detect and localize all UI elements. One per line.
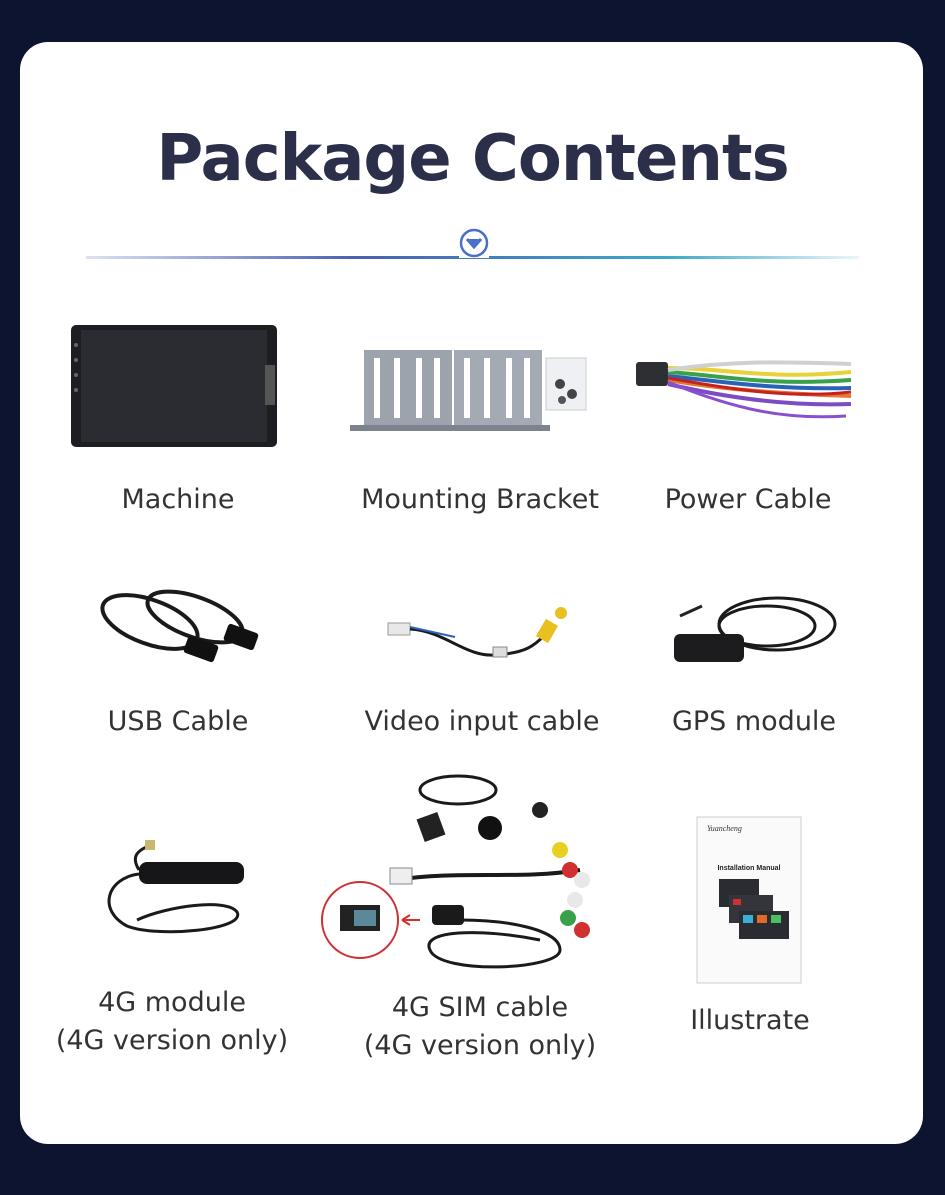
chevron-down-icon: [459, 228, 489, 258]
item-label: Machine: [121, 484, 235, 515]
video-cable-image: [387, 607, 567, 658]
usb-cable-image: [100, 589, 259, 663]
machine-image: [71, 325, 277, 447]
4g-module-image: [107, 840, 244, 934]
gps-module-image: [674, 596, 837, 662]
item-note: (4G version only): [363, 1030, 597, 1061]
item-label: GPS module: [671, 706, 837, 737]
item-label: 4G SIM cable: [391, 992, 569, 1023]
item-label: USB Cable: [107, 706, 249, 737]
manual-title: Installation Manual: [717, 865, 781, 872]
manual-image: [696, 816, 802, 984]
manual-brand: Yuancheng: [707, 824, 742, 833]
bracket-image: [350, 350, 587, 431]
item-note: (4G version only): [55, 1025, 289, 1056]
item-label: Video input cable: [364, 706, 600, 737]
item-label: Mounting Bracket: [361, 484, 599, 515]
item-label: 4G module: [98, 987, 246, 1018]
sim-cable-image: [321, 774, 590, 969]
power-cable-image: [636, 360, 852, 419]
page-title: Package Contents: [156, 122, 789, 196]
item-label: Illustrate: [690, 1005, 810, 1036]
item-label: Power Cable: [664, 484, 832, 515]
